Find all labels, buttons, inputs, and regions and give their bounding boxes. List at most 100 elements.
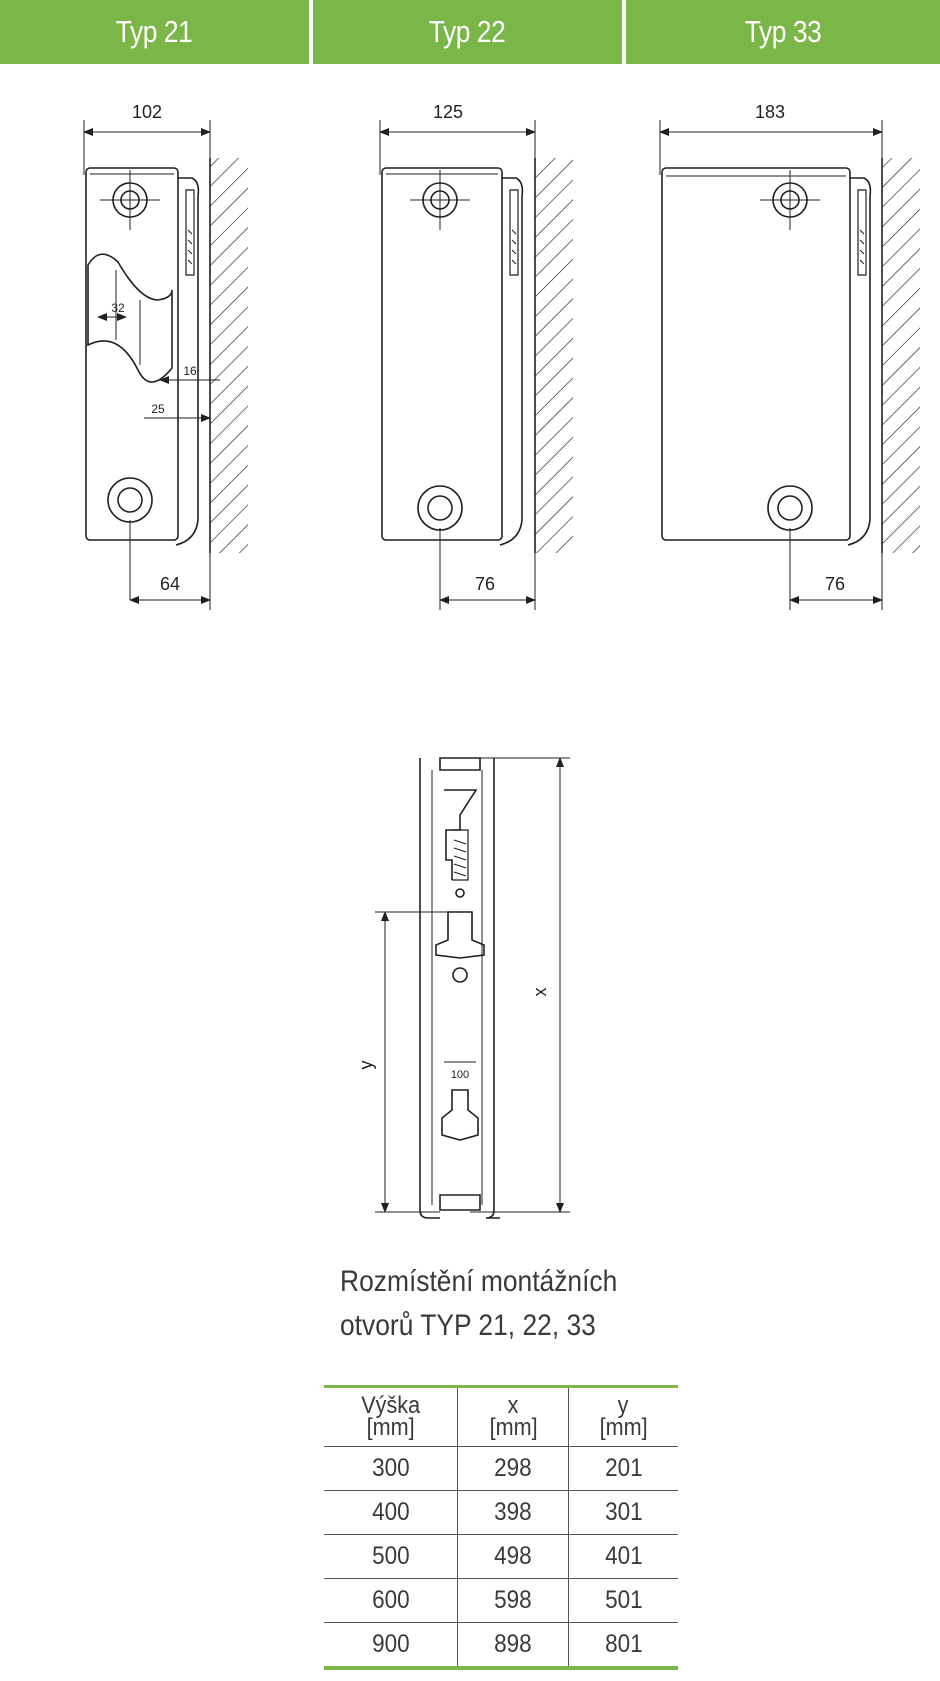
typ21-dim-25-label: 25 [151, 402, 165, 416]
cell-value: 301 [604, 1498, 643, 1526]
bracket-rail-outer [419, 758, 500, 1219]
type-tab-bar: Typ 21 Typ 22 Typ 33 [0, 0, 940, 64]
typ22-drawing [379, 120, 573, 610]
typ21-back-bracket [175, 177, 200, 546]
typ21-dim-32-label: 32 [111, 301, 125, 315]
typ22-wall-hatch [535, 158, 573, 553]
bracket-keyhole-lower [441, 1089, 479, 1141]
mounting-caption: Rozmístění montážních otvorů TYP 21, 22,… [340, 1260, 740, 1348]
mounting-table: Výška[mm] x[mm] y[mm] 300 298 201 400 39… [324, 1385, 678, 1670]
cell-value: 298 [494, 1454, 532, 1482]
cell-height: 400 [324, 1490, 458, 1535]
bracket-spring [453, 839, 467, 877]
cell-height: 500 [324, 1534, 458, 1579]
header-x: x[mm] [457, 1386, 569, 1447]
cell-value: 600 [371, 1586, 410, 1614]
typ22-bottom-fitting-inner [427, 495, 453, 521]
caption-line-1: Rozmístění montážních [340, 1265, 618, 1298]
typ33-bracket-clip [857, 189, 867, 276]
typ21-radiator-body [85, 167, 179, 541]
header-y-name: y [618, 1392, 629, 1419]
bracket-x-label: x [530, 988, 550, 997]
tab-typ-22[interactable]: Typ 22 [313, 0, 622, 64]
cell-height: 900 [324, 1622, 458, 1669]
bracket-hole-label: 100 [451, 1069, 469, 1081]
caption-line-2: otvorů TYP 21, 22, 33 [340, 1309, 596, 1342]
table-row: 500 498 401 [324, 1534, 678, 1579]
cell-y: 801 [567, 1622, 678, 1669]
cell-x: 898 [457, 1622, 569, 1669]
bracket-keyhole-upper [435, 911, 485, 959]
cell-value: 801 [604, 1630, 643, 1658]
tab-typ-21-label: Typ 21 [116, 14, 193, 49]
bracket-y-label: y [356, 1061, 376, 1070]
table-row: 300 298 201 [324, 1446, 678, 1491]
typ21-bottom-fitting [107, 477, 153, 523]
tab-typ-22-label: Typ 22 [429, 14, 506, 49]
tab-typ-21[interactable]: Typ 21 [0, 0, 309, 64]
cell-x: 298 [457, 1446, 569, 1491]
cell-value: 500 [371, 1542, 410, 1570]
typ21-dim-16-label: 16 [183, 364, 197, 378]
cell-value: 598 [494, 1586, 532, 1614]
bracket-screw [455, 888, 465, 898]
cell-x: 598 [457, 1578, 569, 1623]
typ22-bottom-fitting [417, 485, 463, 531]
cell-y: 501 [567, 1578, 678, 1623]
typ33-drawing [659, 120, 920, 610]
cell-height: 600 [324, 1578, 458, 1623]
header-x-name: x [507, 1392, 519, 1419]
header-height-name: Výška [361, 1392, 421, 1419]
cell-height: 300 [324, 1446, 458, 1491]
table-row: 400 398 301 [324, 1490, 678, 1535]
header-y: y[mm] [567, 1386, 678, 1447]
typ22-radiator-body [381, 167, 503, 541]
header-y-unit: [mm] [599, 1414, 648, 1441]
cell-value: 498 [494, 1542, 532, 1570]
cell-value: 398 [494, 1498, 532, 1526]
cell-x: 498 [457, 1534, 569, 1579]
cell-value: 201 [604, 1454, 643, 1482]
bracket-spring-housing [452, 829, 469, 881]
typ22-bracket-clip [509, 189, 519, 276]
typ21-bracket-clip [185, 189, 195, 276]
typ33-back-bracket [847, 177, 872, 546]
typ33-width-label: 183 [755, 102, 785, 122]
cell-value: 400 [371, 1498, 410, 1526]
typ33-radiator-body [661, 167, 851, 541]
typ21-wall-hatch [210, 158, 248, 553]
table-row: 600 598 501 [324, 1578, 678, 1623]
typ21-drawing [83, 120, 248, 610]
bracket-top-cap [439, 757, 481, 771]
bracket-bottom-cap [439, 1194, 481, 1211]
cell-value: 900 [371, 1630, 410, 1658]
cell-value: 501 [604, 1586, 643, 1614]
cell-y: 301 [567, 1490, 678, 1535]
cell-value: 898 [494, 1630, 532, 1658]
typ21-spring [187, 229, 193, 265]
typ22-spring [511, 229, 517, 265]
mounting-bracket-drawing [375, 757, 570, 1219]
cell-value: 300 [371, 1454, 410, 1482]
typ22-width-label: 125 [433, 102, 463, 122]
cell-y: 401 [567, 1534, 678, 1579]
tab-typ-33[interactable]: Typ 33 [626, 0, 940, 64]
cell-x: 398 [457, 1490, 569, 1535]
cell-value: 401 [604, 1542, 643, 1570]
typ21-bottom-fitting-inner [117, 487, 143, 513]
typ21-cutaway [87, 253, 173, 383]
typ33-bottom-fitting-inner [777, 495, 803, 521]
typ22-back-bracket [499, 177, 524, 546]
header-height-unit: [mm] [366, 1414, 415, 1441]
typ33-spring [859, 229, 865, 265]
header-x-unit: [mm] [489, 1414, 538, 1441]
tab-typ-33-label: Typ 33 [744, 14, 822, 49]
typ21-offset-label: 64 [160, 574, 180, 594]
typ33-wall-hatch [882, 158, 920, 553]
bracket-hole [452, 967, 468, 983]
typ33-bottom-fitting [767, 485, 813, 531]
header-height: Výška[mm] [324, 1386, 458, 1447]
technical-drawings: 102 64 32 16 25 125 76 [83, 102, 920, 1219]
table-row: 900 898 801 [324, 1622, 678, 1669]
typ33-offset-label: 76 [825, 574, 845, 594]
